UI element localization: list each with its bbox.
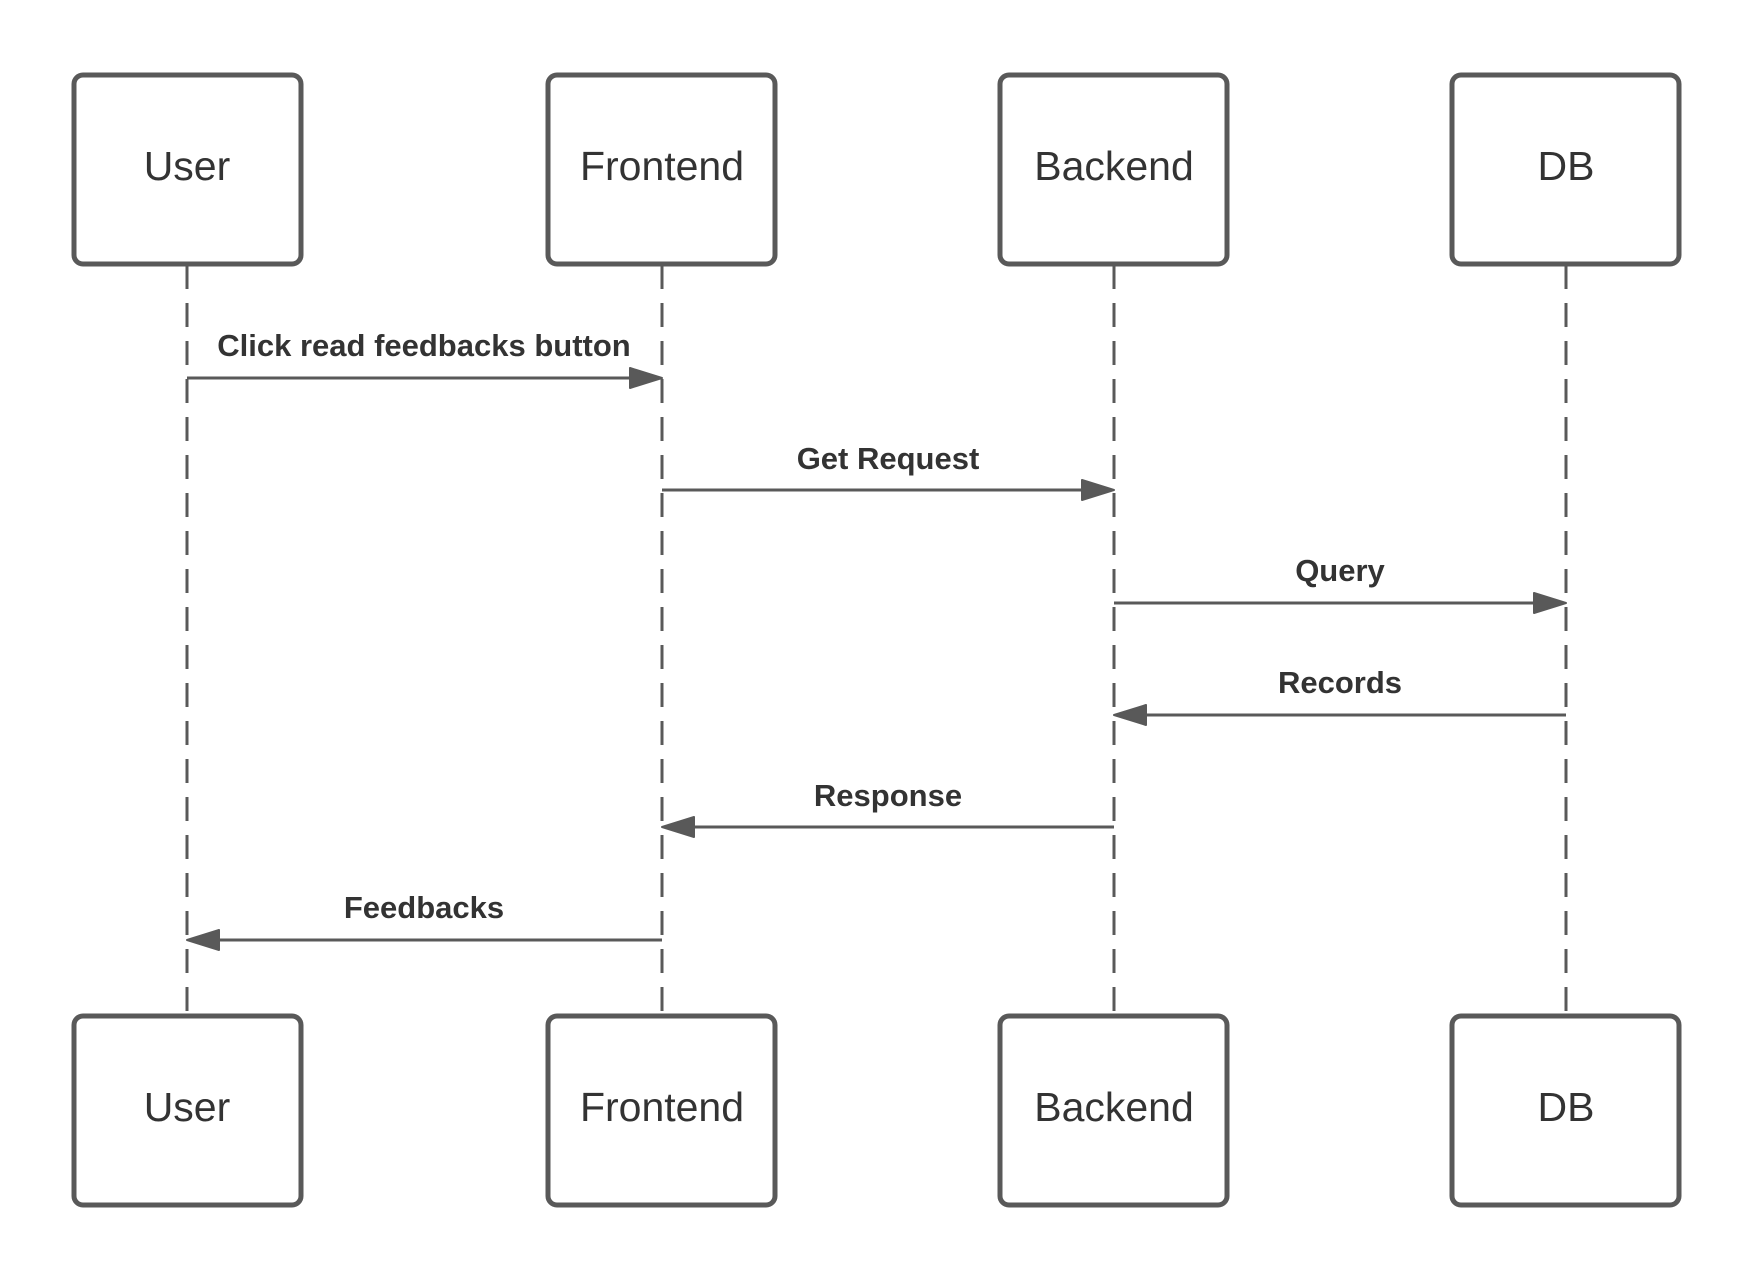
messages: Click read feedbacks button Get Request …	[186, 328, 1567, 951]
actor-label: Frontend	[580, 1084, 744, 1130]
arrowhead-icon	[1113, 704, 1147, 726]
message-feedbacks[interactable]: Feedbacks	[186, 890, 662, 951]
top-actors: User Frontend Backend DB	[71, 72, 1682, 267]
message-click-read-feedbacks[interactable]: Click read feedbacks button	[187, 328, 663, 389]
actor-frontend-bottom[interactable]: Frontend	[545, 1013, 778, 1208]
actor-db-top[interactable]: DB	[1449, 72, 1682, 267]
arrowhead-icon	[1533, 592, 1567, 614]
message-label: Get Request	[797, 441, 980, 476]
message-label: Query	[1295, 553, 1385, 588]
bottom-actors: User Frontend Backend DB	[71, 1013, 1682, 1208]
actor-db-bottom[interactable]: DB	[1449, 1013, 1682, 1208]
actor-label: User	[144, 1084, 231, 1130]
actor-label: Frontend	[580, 143, 744, 189]
actor-label: Backend	[1034, 143, 1194, 189]
actor-label: DB	[1538, 1084, 1595, 1130]
message-label: Click read feedbacks button	[217, 328, 630, 363]
message-label: Feedbacks	[344, 890, 504, 925]
arrowhead-icon	[186, 929, 220, 951]
lifelines	[185, 265, 1568, 1015]
actor-backend-top[interactable]: Backend	[997, 72, 1230, 267]
message-query[interactable]: Query	[1114, 553, 1567, 614]
actor-user-top[interactable]: User	[71, 72, 304, 267]
actor-frontend-top[interactable]: Frontend	[545, 72, 778, 267]
actor-label: User	[144, 143, 231, 189]
arrowhead-icon	[661, 816, 695, 838]
actor-label: DB	[1538, 143, 1595, 189]
message-get-request[interactable]: Get Request	[662, 441, 1115, 501]
actor-label: Backend	[1034, 1084, 1194, 1130]
message-label: Response	[814, 778, 962, 813]
message-label: Records	[1278, 665, 1402, 700]
arrowhead-icon	[629, 367, 663, 389]
actor-user-bottom[interactable]: User	[71, 1013, 304, 1208]
arrowhead-icon	[1081, 479, 1115, 501]
message-response[interactable]: Response	[661, 778, 1114, 838]
actor-backend-bottom[interactable]: Backend	[997, 1013, 1230, 1208]
message-records[interactable]: Records	[1113, 665, 1566, 726]
